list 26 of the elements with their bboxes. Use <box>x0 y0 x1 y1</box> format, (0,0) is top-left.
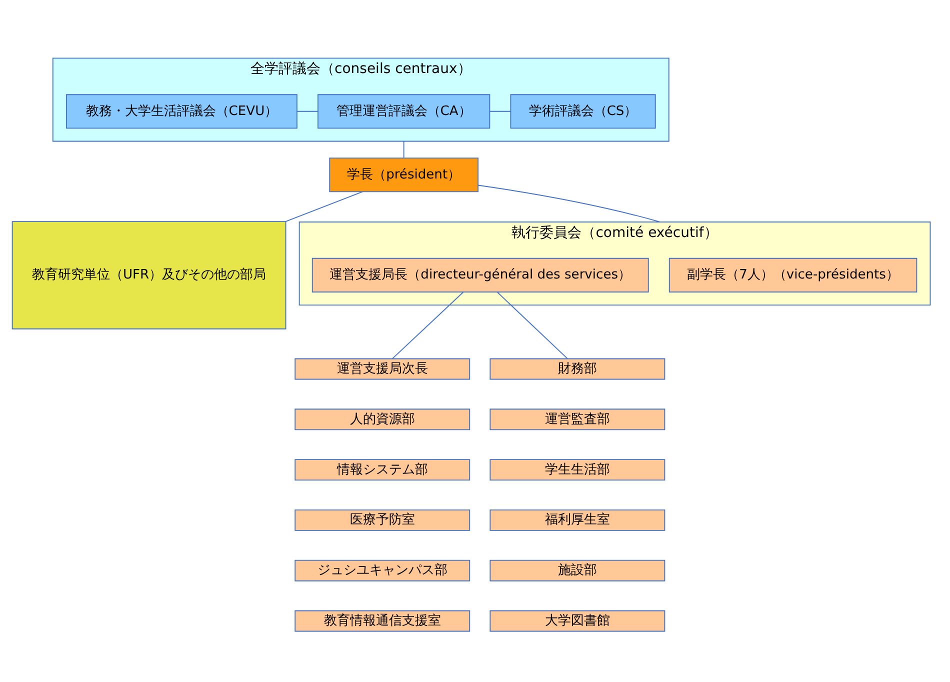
node-box: 運営支援局長（directeur-général des services） <box>312 258 649 292</box>
connector <box>403 140 404 158</box>
node-box: 学術評議会（CS） <box>510 94 656 129</box>
node-box: 副学長（7人）（vice-présidents） <box>668 258 918 292</box>
connector <box>478 184 661 222</box>
node-box: 教務・大学生活評議会（CEVU） <box>66 94 298 129</box>
node-box: 人的資源部 <box>294 408 470 430</box>
node-box: 福利厚生室 <box>490 509 666 531</box>
node-box: 運営監査部 <box>490 408 666 430</box>
node-box: 運営支援局次長 <box>294 358 470 380</box>
node-box: 大学図書館 <box>490 610 666 632</box>
node-box: 教育情報通信支援室 <box>294 610 470 632</box>
node-box: 管理運営評議会（CA） <box>318 94 490 129</box>
node-box: ジュシユキャンパス部 <box>294 560 470 582</box>
node-box: 医療予防室 <box>294 509 470 531</box>
node-box: 施設部 <box>490 560 666 582</box>
node-box: 学生生活部 <box>490 459 666 481</box>
connector <box>296 110 318 112</box>
connector <box>392 292 464 360</box>
connector <box>489 110 512 112</box>
node-box: 情報システム部 <box>294 459 470 481</box>
connector <box>285 191 364 222</box>
node-box: 教育研究単位（UFR）及びその他の部局 <box>12 221 286 330</box>
connector <box>496 292 568 360</box>
node-box: 学長（président） <box>329 158 478 192</box>
node-box: 財務部 <box>490 358 666 380</box>
